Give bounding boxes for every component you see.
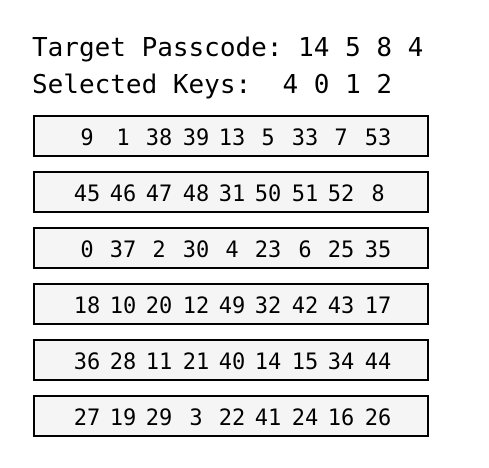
key-button[interactable]: 51 [291,182,319,207]
key-button[interactable]: 49 [218,294,246,319]
key-button[interactable]: 2 [152,238,166,263]
key-button[interactable]: 11 [145,350,173,375]
key-button[interactable]: 12 [182,294,210,319]
selected-keys-digits: 4 0 1 2 [282,70,393,100]
key-button[interactable]: 17 [364,294,392,319]
key-button[interactable]: 14 [254,350,282,375]
key-button[interactable]: 35 [364,238,392,263]
key-button[interactable]: 34 [327,350,355,375]
key-button[interactable]: 25 [327,238,355,263]
key-button[interactable]: 29 [145,406,173,431]
key-button[interactable]: 20 [145,294,173,319]
key-button[interactable]: 40 [218,350,246,375]
selected-keys-label: Selected Keys: [32,70,252,100]
key-button[interactable]: 10 [109,294,137,319]
key-button[interactable]: 32 [254,294,282,319]
key-button[interactable]: 19 [109,406,137,431]
key-button[interactable]: 30 [182,238,210,263]
key-button[interactable]: 16 [327,406,355,431]
key-button[interactable]: 1 [116,126,130,151]
key-button[interactable]: 24 [291,406,319,431]
key-button[interactable]: 26 [364,406,392,431]
key-button[interactable]: 52 [327,182,355,207]
key-button[interactable]: 5 [261,126,275,151]
key-button[interactable]: 38 [145,126,173,151]
target-passcode-line: Target Passcode: 14 5 8 4 [32,33,423,63]
key-button[interactable]: 21 [182,350,210,375]
keypad-row: 0 37 2 30 4 23 6 25 35 [33,227,429,269]
key-button[interactable]: 23 [254,238,282,263]
key-button[interactable]: 42 [291,294,319,319]
key-button[interactable]: 47 [145,182,173,207]
key-button[interactable]: 53 [364,126,392,151]
key-button[interactable]: 46 [109,182,137,207]
key-button[interactable]: 0 [80,238,94,263]
key-button[interactable]: 8 [371,182,385,207]
key-button[interactable]: 22 [218,406,246,431]
key-button[interactable]: 6 [298,238,312,263]
target-passcode-digits: 14 5 8 4 [298,33,424,63]
key-button[interactable]: 36 [73,350,101,375]
key-button[interactable]: 9 [80,126,94,151]
keypad-row: 45 46 47 48 31 50 51 52 8 [33,171,429,213]
key-button[interactable]: 45 [73,182,101,207]
keypad-row: 18 10 20 12 49 32 42 43 17 [33,283,429,325]
key-button[interactable]: 31 [218,182,246,207]
key-button[interactable]: 13 [218,126,246,151]
target-passcode-label: Target Passcode: [32,33,283,63]
key-button[interactable]: 37 [109,238,137,263]
key-button[interactable]: 4 [225,238,239,263]
key-button[interactable]: 50 [254,182,282,207]
key-button[interactable]: 39 [182,126,210,151]
keypad-row: 36 28 11 21 40 14 15 34 44 [33,339,429,381]
key-button[interactable]: 3 [189,406,203,431]
key-button[interactable]: 7 [334,126,348,151]
key-button[interactable]: 43 [327,294,355,319]
selected-keys-line: Selected Keys: 4 0 1 2 [32,70,392,100]
key-button[interactable]: 18 [73,294,101,319]
key-button[interactable]: 28 [109,350,137,375]
keypad-row: 27 19 29 3 22 41 24 16 26 [33,395,429,437]
key-button[interactable]: 33 [291,126,319,151]
key-button[interactable]: 15 [291,350,319,375]
key-button[interactable]: 41 [254,406,282,431]
key-button[interactable]: 44 [364,350,392,375]
key-button[interactable]: 27 [73,406,101,431]
key-button[interactable]: 48 [182,182,210,207]
